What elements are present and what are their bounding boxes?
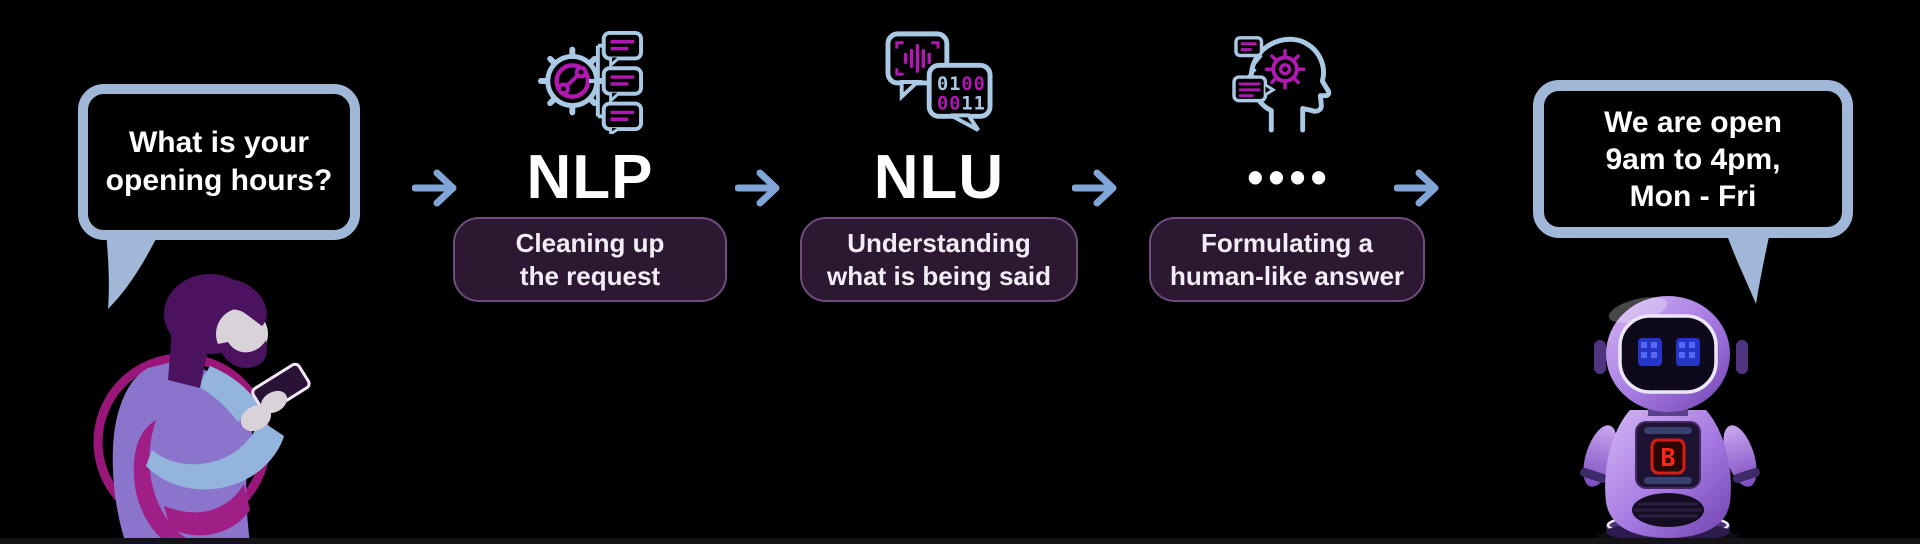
svg-text:0100: 0100 bbox=[937, 74, 986, 95]
stage-title-dots: •••• bbox=[1247, 151, 1332, 203]
stage-caption-nlu: Understanding what is being said bbox=[800, 217, 1078, 302]
bot-bubble-tail bbox=[1726, 232, 1770, 304]
flow-arrow-icon bbox=[412, 169, 457, 207]
user-bubble-line: What is your bbox=[128, 126, 309, 159]
flow-arrow-icon bbox=[1394, 169, 1439, 207]
speech-bubbles-binary-icon: 0100 0011 bbox=[885, 31, 993, 132]
bot-bubble-line: 9am to 4pm, bbox=[1605, 142, 1781, 176]
stage-nlp: NLP Cleaning up the request bbox=[440, 28, 740, 302]
stage-title-nlp: NLP bbox=[526, 142, 654, 212]
robot-illustration: B bbox=[1580, 296, 1760, 542]
stage-caption-generation: Formulating a human-like answer bbox=[1149, 217, 1425, 302]
user-bubble-tail bbox=[106, 231, 160, 309]
stage-caption-nlp: Cleaning up the request bbox=[453, 217, 727, 302]
user-bubble-line: opening hours? bbox=[105, 164, 333, 197]
user-speech-bubble: What is your opening hours? bbox=[78, 84, 360, 240]
gear-chat-bubbles-icon bbox=[537, 30, 643, 134]
bot-bubble-line: We are open bbox=[1604, 105, 1782, 139]
stage-generation: •••• Formulating a human-like answer bbox=[1137, 28, 1437, 302]
person-texting-illustration bbox=[93, 274, 311, 544]
flow-arrow-icon bbox=[1072, 169, 1117, 207]
robot-eyes bbox=[1638, 338, 1700, 366]
stage-title-nlu: NLU bbox=[873, 142, 1005, 212]
flow-arrow-icon bbox=[735, 169, 780, 207]
robot-chest-letter: B bbox=[1660, 443, 1675, 472]
bottom-edge-strip bbox=[0, 538, 1920, 544]
bot-speech-bubble: We are open 9am to 4pm, Mon - Fri bbox=[1533, 80, 1853, 238]
bot-bubble-line: Mon - Fri bbox=[1629, 179, 1757, 213]
svg-text:0011: 0011 bbox=[937, 93, 986, 114]
stage-nlu: 0100 0011 NLU Understanding what is bein… bbox=[789, 28, 1089, 302]
head-gear-icon bbox=[1232, 36, 1332, 133]
